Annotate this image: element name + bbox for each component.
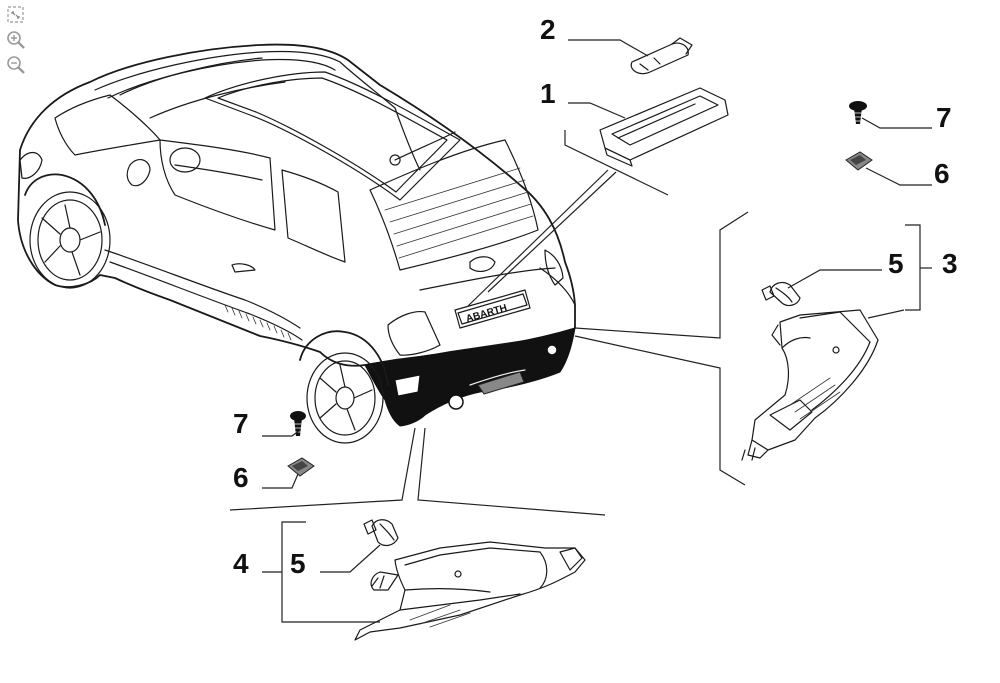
zoom-out-icon[interactable] [4,54,28,76]
callout-5-right: 5 [888,248,904,279]
callout-4: 4 [233,548,249,579]
part-clip-nut-left [287,457,315,477]
fit-to-window-icon[interactable] [4,4,28,26]
callout-5-left: 5 [290,548,306,579]
car-badge-text: ABARTH [465,303,509,325]
part-screw-top [849,101,867,124]
part-bulb-right [761,282,801,307]
leader-lines [229,39,932,623]
part-licence-plate-lamp [599,87,729,167]
part-rear-lamp-left [354,541,586,641]
callout-1: 1 [540,78,556,109]
part-rear-lamp-right [741,309,879,461]
part-bulb-left [363,519,399,547]
viewer-toolbar [4,4,30,76]
callout-2: 2 [540,14,556,45]
callout-6-top: 6 [934,158,950,189]
zoom-in-icon[interactable] [4,29,28,51]
car-illustration: ABARTH [17,43,576,444]
part-clip-nut-top [845,151,873,171]
part-screw-left [290,411,306,436]
callout-3: 3 [942,248,958,279]
callout-7-left: 7 [233,408,249,439]
part-festoon-bulb [630,37,693,75]
callout-6-left: 6 [233,462,249,493]
callout-7-top: 7 [936,102,952,133]
